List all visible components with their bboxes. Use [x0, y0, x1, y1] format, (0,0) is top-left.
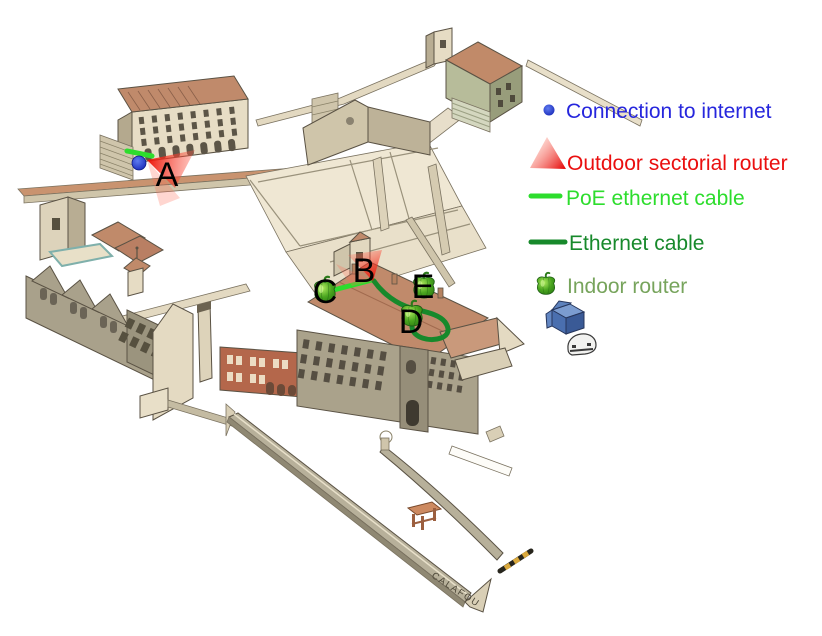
greenhouse-building: [425, 27, 524, 133]
legend: Connection to internet Outdoor sectorial…: [528, 100, 788, 356]
greenhouse-windows: [496, 83, 515, 107]
marker-c-letter: C: [313, 273, 338, 311]
outdoor-router-icon: [530, 137, 566, 169]
brick-arcade: [266, 382, 296, 396]
sector-beam-a-tail: [147, 160, 180, 206]
legend-poe-cable-label: PoE ethernet cable: [566, 187, 745, 210]
ethernet-cable-loop: [371, 278, 451, 343]
brick-building-windows: [227, 355, 288, 384]
marker-e-letter: E: [412, 268, 435, 306]
sector-beam-b-tail: [336, 264, 373, 286]
roof-rafters: [127, 85, 201, 111]
internet-dot: [131, 155, 147, 171]
legend-outdoor-router-label: Outdoor sectorial router: [567, 152, 788, 175]
wooden-table: [406, 501, 443, 530]
internet-dot-icon: [543, 104, 555, 116]
building-a: [99, 75, 339, 181]
indoor-router-icon: [536, 271, 556, 296]
marker-b-letter: B: [353, 252, 376, 290]
poe-cable-a: [124, 148, 155, 159]
network-overlay: A B C D E: [124, 148, 451, 343]
marker-d-letter: D: [399, 303, 424, 341]
ruin-courtyards: [245, 99, 487, 301]
roof-chimneys: [351, 263, 444, 299]
roads: CALAFOU: [225, 403, 534, 613]
barrier-pole: [497, 548, 534, 574]
calafou-wall-label: CALAFOU: [429, 570, 481, 609]
marker-a-letter: A: [156, 156, 179, 194]
legend-ethernet-cable-label: Ethernet cable: [569, 232, 704, 255]
legend-internet-label: Connection to internet: [566, 100, 772, 123]
legend-indoor-router-label: Indoor router: [567, 275, 687, 298]
sector-beam-b: [348, 250, 382, 281]
white-device-icon: [567, 333, 597, 356]
sector-beam-a: [147, 150, 195, 188]
left-factory-cluster: [25, 196, 303, 428]
blue-box-icon: [545, 300, 586, 335]
